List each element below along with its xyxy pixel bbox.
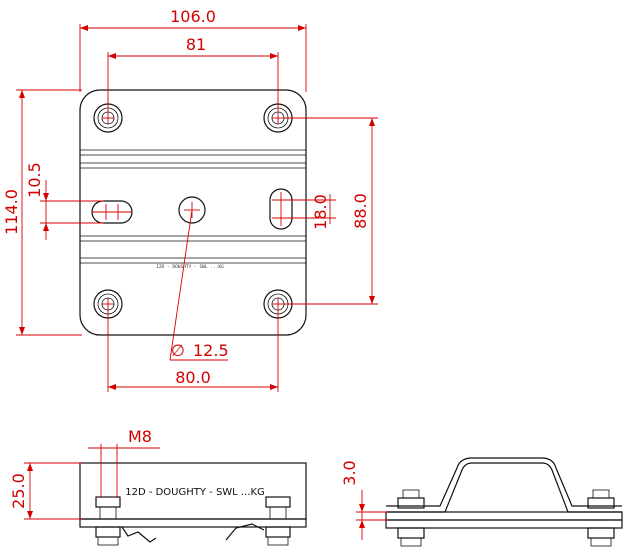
dim-overall-width: 106.0 bbox=[170, 7, 216, 26]
plate-marking-front: 12D - DOUGHTY - SWL ...KG bbox=[125, 487, 265, 498]
dim-thickness-lines bbox=[356, 490, 388, 540]
plate-marking-top: 12D - DOUGHTY - SWL ...KG bbox=[156, 264, 224, 270]
dim-thickness: 3.0 bbox=[340, 460, 359, 485]
dim-side-height-lines bbox=[24, 462, 82, 520]
dim-hole-spacing-bottom: 80.0 bbox=[175, 368, 211, 387]
dim-slot-offset: 10.5 bbox=[25, 162, 44, 198]
dim-hole-spacing-top-lines bbox=[107, 52, 279, 112]
centerline-marks bbox=[92, 112, 290, 310]
center-hole bbox=[178, 196, 206, 224]
dim-hole-spacing-vertical: 88.0 bbox=[351, 193, 370, 229]
front-view: 12D - DOUGHTY - SWL ...KG M8 bbox=[9, 427, 307, 546]
dim-overall-height: 114.0 bbox=[2, 189, 21, 235]
dim-slot-offset-lines bbox=[40, 180, 104, 240]
dim-center-hole-leader bbox=[169, 209, 228, 361]
clamp-hook-right bbox=[225, 523, 265, 541]
side-view: 3.0 bbox=[340, 457, 623, 547]
base-plate bbox=[79, 518, 307, 528]
bolt-nut-icon bbox=[397, 489, 425, 547]
dim-thread: M8 bbox=[128, 427, 152, 446]
dim-overall-width-lines bbox=[79, 24, 307, 92]
bridge-inner bbox=[386, 457, 622, 507]
plate-outline bbox=[79, 89, 307, 336]
diameter-symbol-icon: ∅ bbox=[171, 341, 185, 360]
dim-thread-lines bbox=[88, 444, 160, 498]
dim-center-hole-diameter: 12.5 bbox=[193, 341, 229, 360]
bolt-nut-icon bbox=[587, 489, 615, 547]
side-top-plate bbox=[385, 511, 623, 521]
dim-hole-spacing-bottom-lines bbox=[107, 310, 279, 392]
top-view: 12D - DOUGHTY - SWL ...KG bbox=[2, 7, 378, 392]
bolt-nut-icon bbox=[265, 496, 291, 546]
dim-overall-height-lines bbox=[16, 89, 82, 336]
vertical-slot bbox=[269, 188, 293, 230]
dim-hole-spacing-top: 81 bbox=[186, 35, 206, 54]
dim-side-height: 25.0 bbox=[9, 473, 28, 509]
dim-slot-height-lines bbox=[284, 194, 336, 224]
side-base-plate bbox=[385, 519, 623, 529]
dim-slot-height: 18.0 bbox=[311, 194, 330, 230]
dim-hole-spacing-vertical-lines bbox=[284, 117, 378, 305]
clamp-hook-left bbox=[121, 526, 157, 543]
bridge-outer bbox=[386, 462, 622, 513]
bolt-nut-icon bbox=[95, 496, 121, 546]
